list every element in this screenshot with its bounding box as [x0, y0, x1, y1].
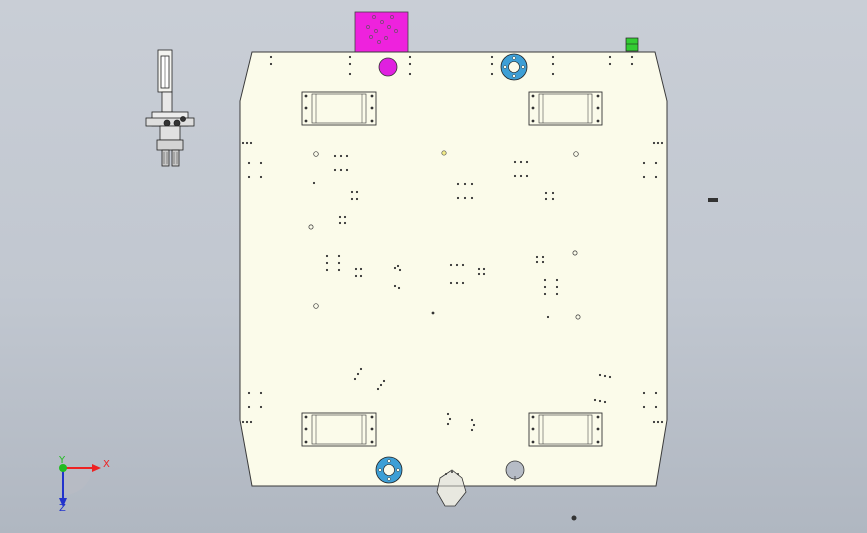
axis-y-label: Y [59, 455, 66, 466]
green-marker[interactable] [625, 37, 639, 52]
clamp-top-left[interactable] [301, 91, 377, 126]
axis-z-label: Z [59, 503, 66, 514]
clamp-bottom-left[interactable] [301, 412, 377, 447]
clamp-bottom-right[interactable] [528, 412, 603, 447]
base-plate[interactable] [239, 51, 668, 487]
magenta-block[interactable] [354, 11, 409, 57]
blue-cylinder-top[interactable] [500, 53, 528, 81]
grey-cylinder-bottom[interactable] [505, 460, 525, 481]
small-part-right[interactable] [708, 198, 718, 202]
small-part-bottom[interactable] [571, 515, 577, 521]
blue-cylinder-bottom[interactable] [375, 456, 403, 484]
mounting-holes [241, 55, 664, 432]
clamp-top-right[interactable] [528, 91, 603, 126]
axis-triad [59, 464, 101, 507]
bottom-nozzle[interactable] [436, 469, 467, 507]
magenta-knob[interactable] [378, 57, 398, 77]
yellow-dowel-hole [441, 150, 447, 156]
axis-x-label: X [103, 459, 110, 470]
dowel-holes [308, 151, 581, 320]
gripper-fixture[interactable] [145, 49, 195, 167]
